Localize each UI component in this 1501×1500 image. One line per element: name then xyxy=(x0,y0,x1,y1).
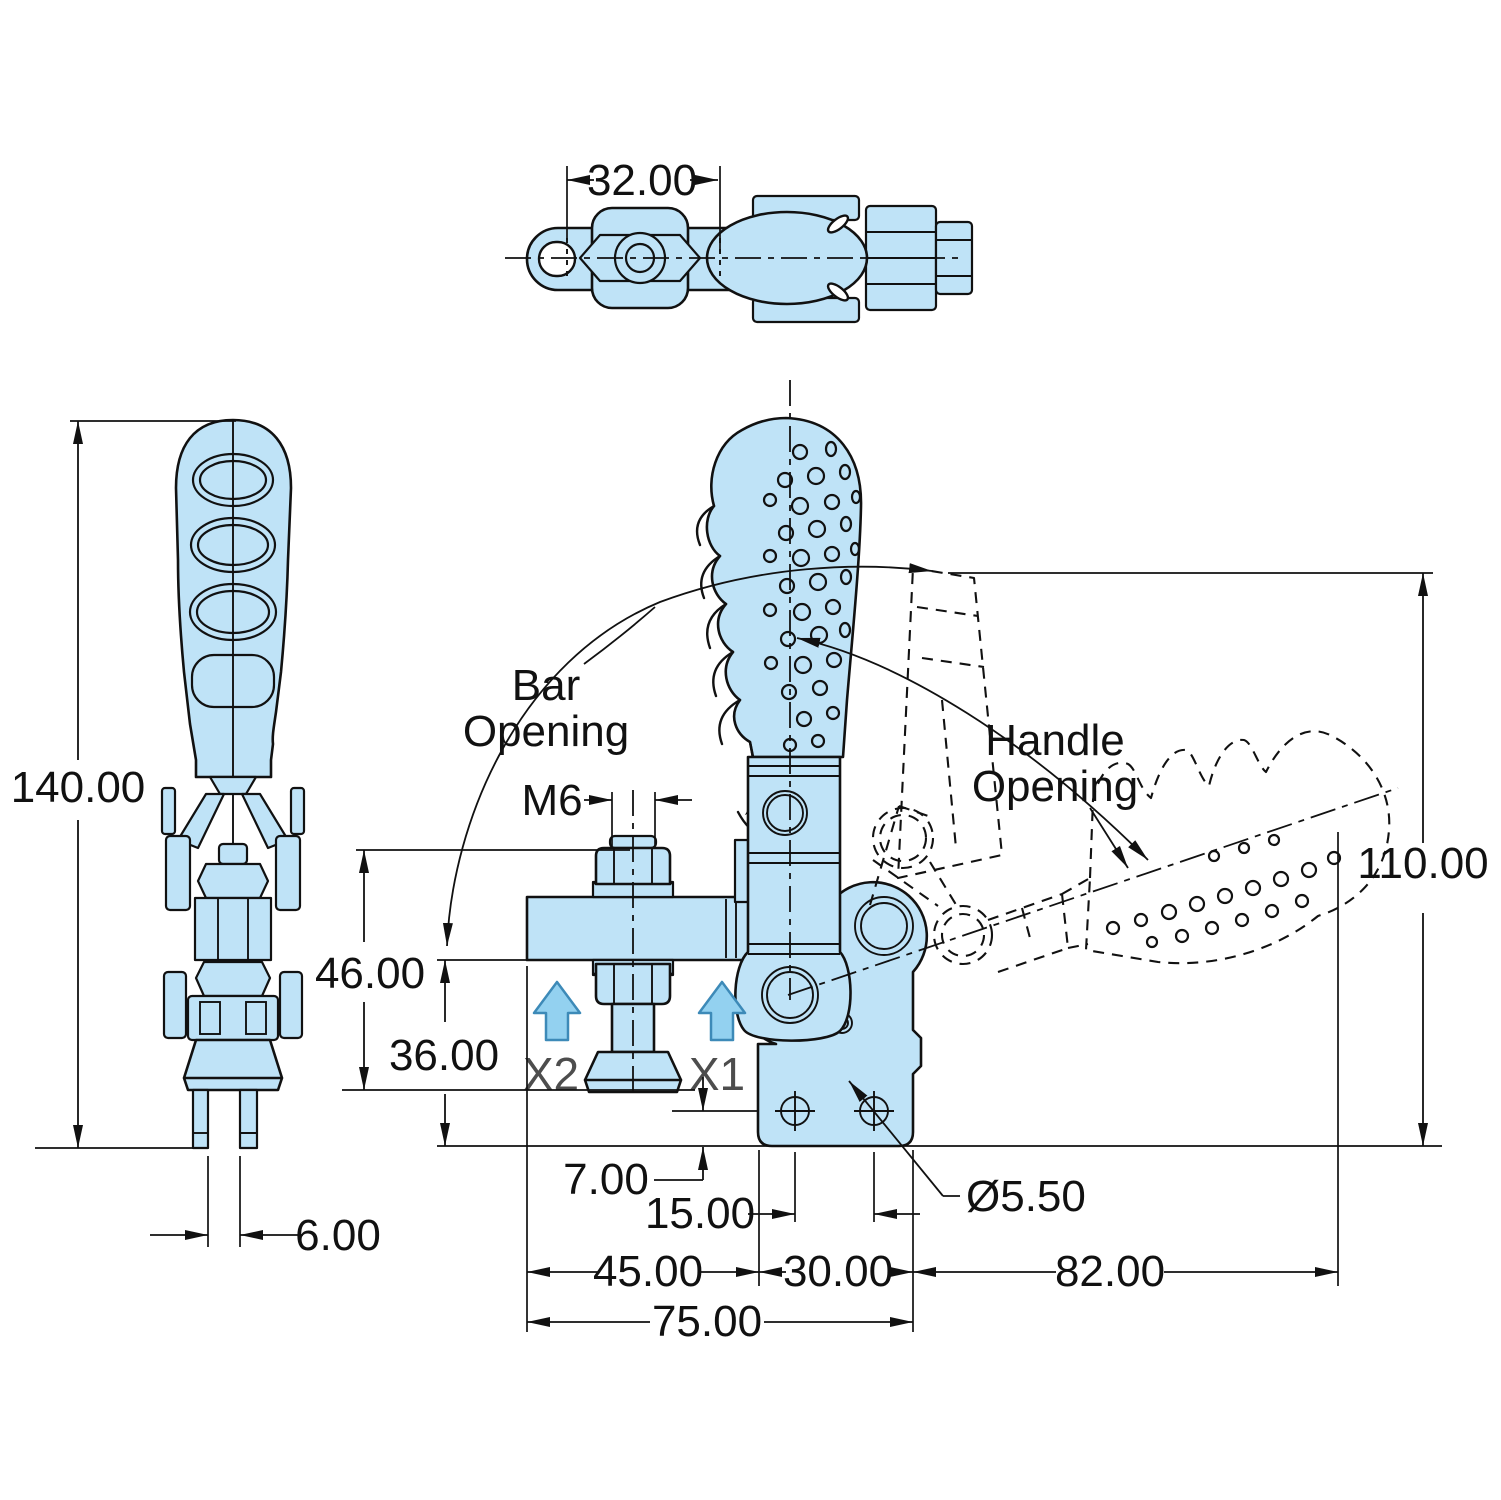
front-view: Bar Opening Handle Opening X2 X1 M6 xyxy=(315,380,1489,1346)
dim-140: 140.00 xyxy=(11,420,236,1149)
side-neck xyxy=(208,775,258,796)
open-handle-grip-dots xyxy=(1105,833,1342,949)
dim-hole-dia: Ø5.50 xyxy=(848,1080,1086,1221)
dim-36-value: 36.00 xyxy=(389,1031,499,1080)
top-view-notch-1 xyxy=(826,214,850,234)
dim-m6-value: M6 xyxy=(521,776,582,825)
side-plate-left xyxy=(164,834,192,912)
x1-direction-arrow xyxy=(697,980,747,1042)
dim-m6: M6 xyxy=(521,776,692,846)
handle-opening-leader xyxy=(1089,807,1129,869)
x2-label: X2 xyxy=(523,1048,579,1100)
dim-82-value: 82.00 xyxy=(1055,1247,1165,1296)
dim-30-value: 30.00 xyxy=(783,1247,893,1296)
bar-opening-label-line1: Bar xyxy=(512,661,580,710)
dim-32-value: 32.00 xyxy=(587,156,697,205)
dim-46: 46.00 xyxy=(315,850,425,1090)
bar-opening-leader xyxy=(583,606,656,665)
open-handle-centerline xyxy=(787,787,1399,996)
dim-110: 110.00 xyxy=(1357,573,1489,1146)
dim-32: 32.00 xyxy=(566,156,721,252)
dim-75: 75.00 xyxy=(527,1297,913,1346)
top-view-notch-2 xyxy=(826,282,850,302)
side-bar-section xyxy=(193,896,273,962)
top-view-bar-slot xyxy=(537,240,577,278)
dim-45-value: 45.00 xyxy=(593,1247,703,1296)
x2-direction-arrow xyxy=(532,980,582,1042)
side-plate-right xyxy=(274,834,302,912)
side-prong-left xyxy=(191,1088,210,1150)
dim-36: 36.00 xyxy=(389,960,499,1146)
dim-15: 15.00 xyxy=(645,1189,920,1238)
dim-45: 45.00 xyxy=(527,1247,759,1296)
side-nut-upper xyxy=(196,862,270,900)
dim-15-value: 15.00 xyxy=(645,1189,755,1238)
dim-30: 30.00 xyxy=(759,1247,913,1296)
dim-82: 82.00 xyxy=(913,1247,1338,1296)
dim-6: 6.00 xyxy=(150,1156,381,1260)
dim-7-value: 7.00 xyxy=(563,1155,649,1204)
side-nut-lower xyxy=(194,960,272,998)
dim-110-value: 110.00 xyxy=(1357,839,1488,888)
front-bar xyxy=(525,895,759,962)
handle-opening-label-line2: Opening xyxy=(972,762,1138,811)
dim-75-value: 75.00 xyxy=(652,1297,762,1346)
dim-6-value: 6.00 xyxy=(295,1211,381,1260)
front-mount-hole-1 xyxy=(775,1091,815,1131)
bar-swing-arc xyxy=(442,563,933,947)
dim-7: 7.00 xyxy=(563,1077,708,1204)
top-view: 32.00 xyxy=(505,156,974,324)
dim-46-value: 46.00 xyxy=(315,949,425,998)
side-link-left xyxy=(176,792,226,850)
dim-hole-dia-value: Ø5.50 xyxy=(966,1172,1086,1221)
side-prong-right xyxy=(238,1088,259,1150)
side-foot xyxy=(182,1038,284,1092)
front-lever xyxy=(734,755,852,1042)
handle-opening-label-line1: Handle xyxy=(985,716,1124,765)
dim-140-value: 140.00 xyxy=(11,763,146,812)
handle-swing-arc xyxy=(796,637,1149,861)
x1-label: X1 xyxy=(689,1048,745,1100)
bar-opening-label-line2: Opening xyxy=(463,707,629,756)
side-view: 140.00 6.00 xyxy=(11,418,381,1260)
